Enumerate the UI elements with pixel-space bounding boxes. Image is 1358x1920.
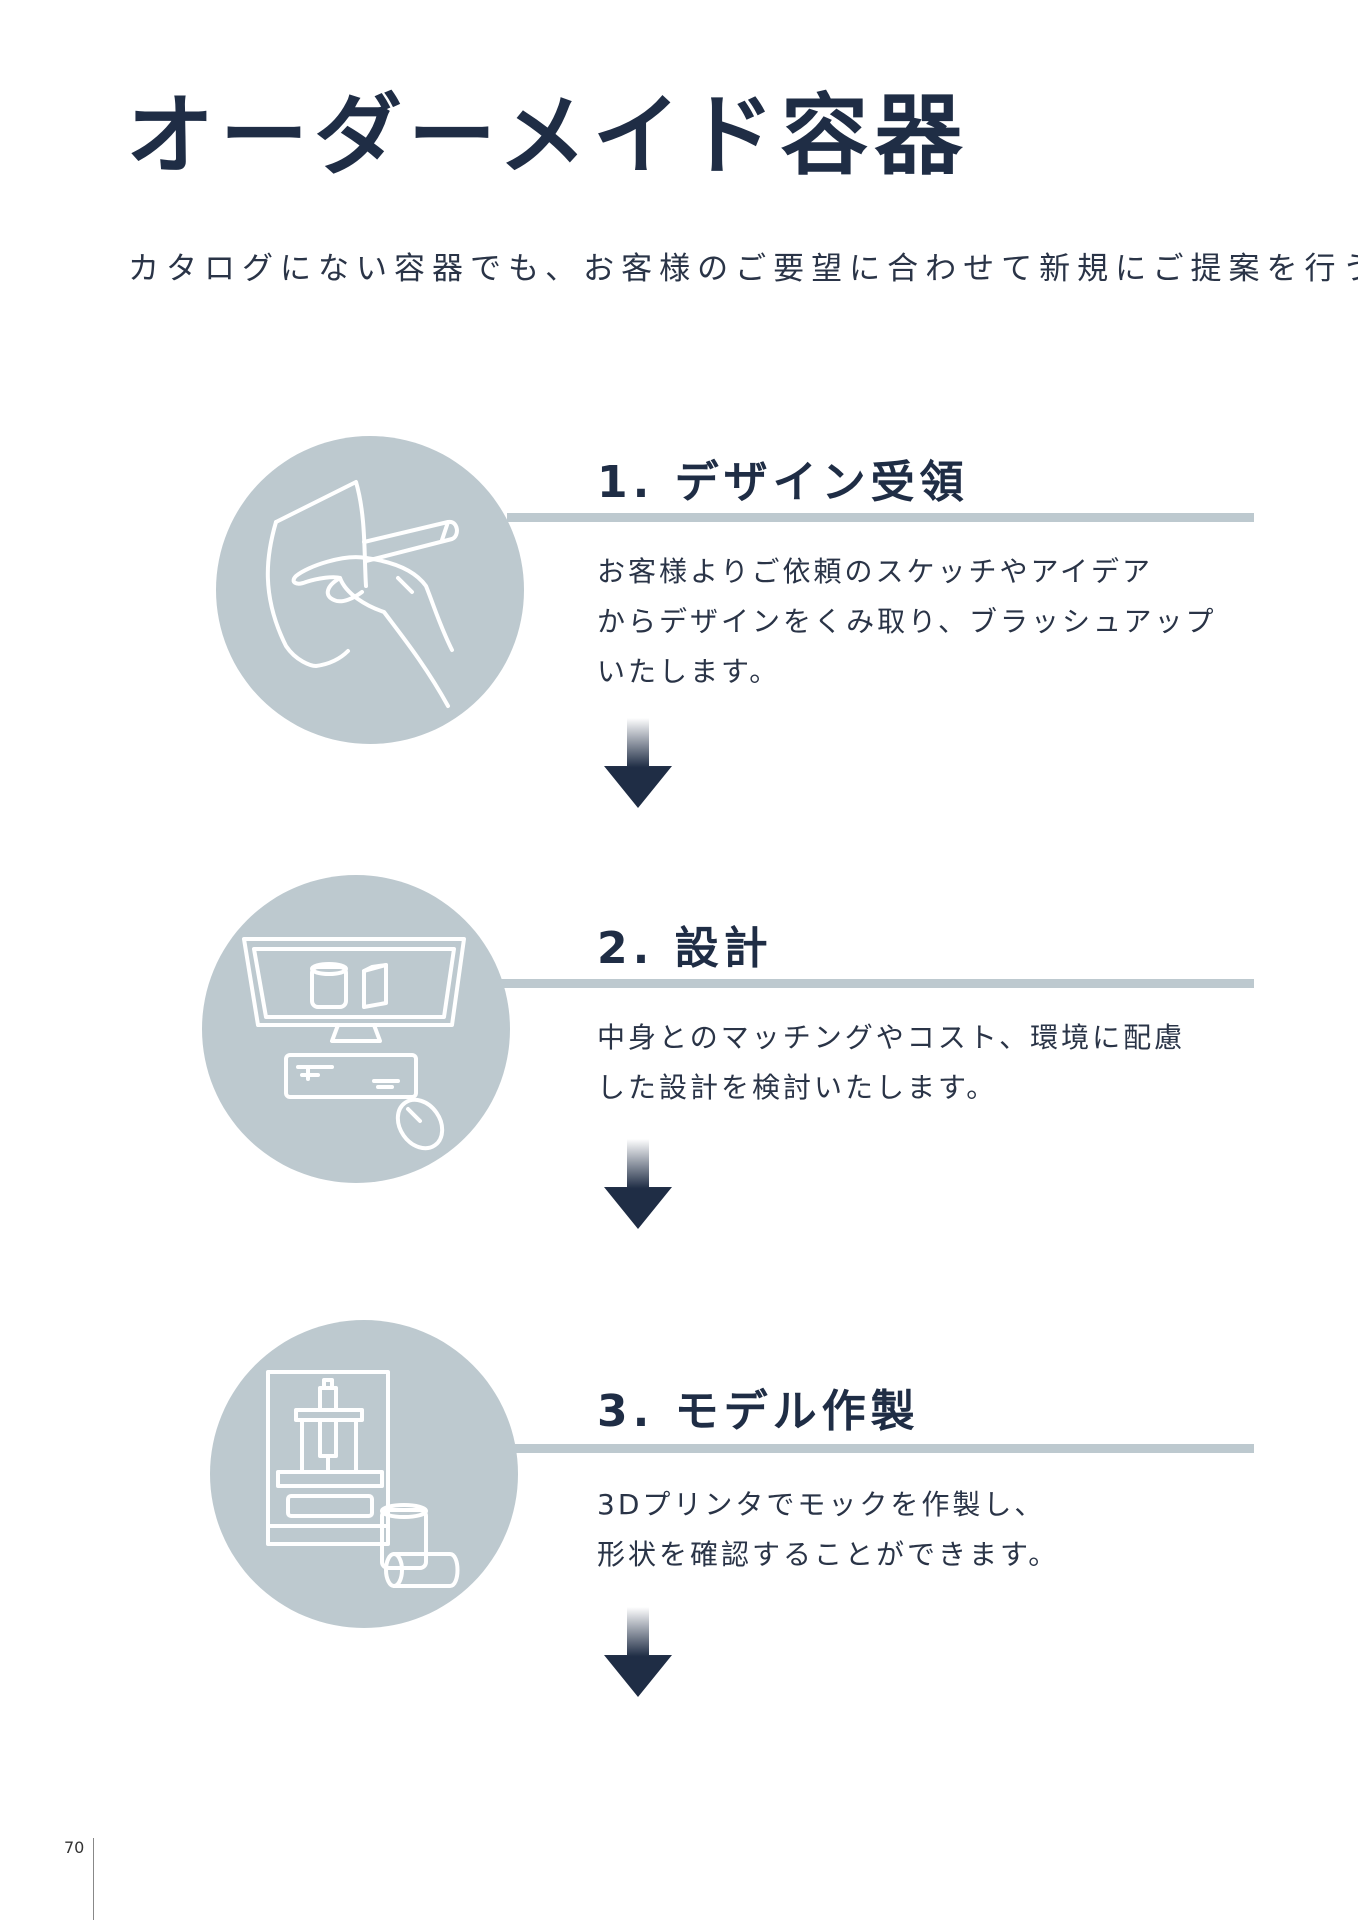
step-1-title: 1. デザイン受領 [597, 457, 969, 508]
step-1-description-line: お客様よりご依頼のスケッチやアイデア [597, 555, 1154, 588]
step-2-title: 2. 設計 [597, 923, 773, 974]
step-1-description: お客様よりご依頼のスケッチやアイデア からデザインをくみ取り、ブラッシュアップ … [597, 547, 1216, 697]
down-arrow-icon [604, 1139, 672, 1229]
step-1-circle [216, 436, 524, 744]
step-2-description: 中身とのマッチングやコスト、環境に配慮 した設計を検討いたします。 [597, 1013, 1185, 1113]
computer-design-icon [242, 937, 466, 1151]
step-1-description-line: いたします。 [597, 655, 781, 688]
intro-text: カタログにない容器でも、お客様のご要望に合わせて新規にご提案を行う [128, 251, 1358, 287]
step-2-description-line: 中身とのマッチングやコスト、環境に配慮 [597, 1021, 1186, 1054]
hand-sketching-icon [265, 480, 459, 708]
step-3-description-line: 形状を確認することができます。 [597, 1538, 1060, 1571]
step-3-description-line: 3Dプリンタでモックを作製し、 [597, 1488, 1046, 1521]
step-3-circle [210, 1320, 518, 1628]
3d-printer-icon [266, 1370, 460, 1588]
page-number: 70 [64, 1838, 85, 1857]
down-arrow-icon [604, 1607, 672, 1697]
step-3-rule [514, 1444, 1254, 1453]
step-3-description: 3Dプリンタでモックを作製し、 形状を確認することができます。 [597, 1480, 1059, 1580]
step-1-rule [507, 513, 1254, 522]
page-number-divider [93, 1838, 94, 1920]
step-2-circle [202, 875, 510, 1183]
down-arrow-icon [604, 718, 672, 808]
page-title: オーダーメイド容器 [126, 84, 969, 187]
step-3-title: 3. モデル作製 [597, 1386, 920, 1437]
step-2-rule [500, 979, 1254, 988]
step-1-description-line: からデザインをくみ取り、ブラッシュアップ [597, 605, 1217, 638]
step-2-description-line: した設計を検討いたします。 [597, 1071, 998, 1104]
